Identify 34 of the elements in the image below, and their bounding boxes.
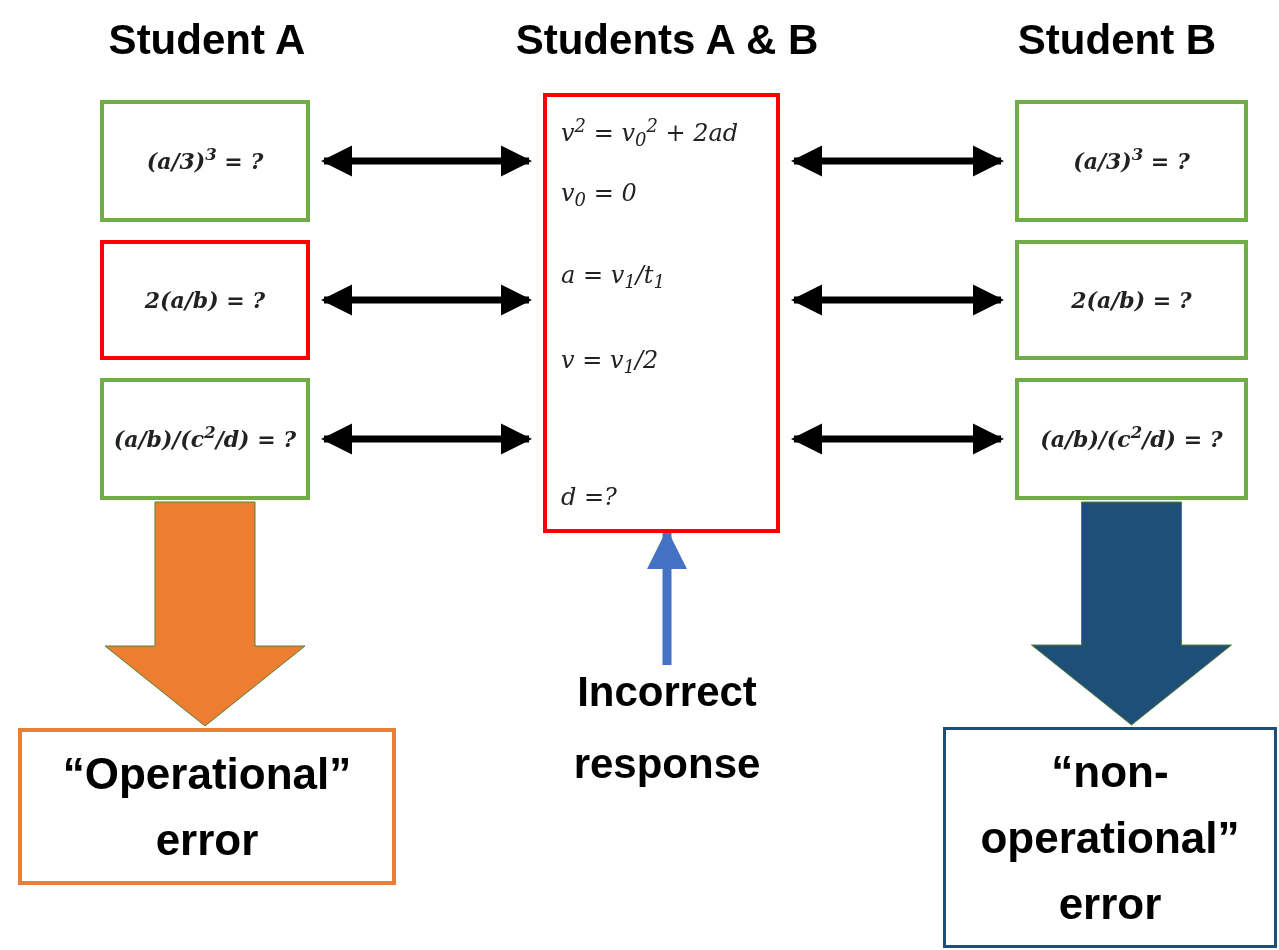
column-heading: Student A [108,15,306,65]
arrow [320,145,533,177]
equation: (a/3)$^{3}$ = ? [146,144,264,176]
equation: (a/b)/(c$^{2}$/d) = ? [113,422,297,454]
equation: 2(a/b) = ? [1071,285,1192,315]
equation-box [1015,378,1248,500]
column-heading: Students A & B [515,15,819,65]
result-box [18,728,396,885]
equation: 2(a/b) = ? [144,285,266,315]
block-arrow [1031,501,1232,726]
equation: d =? [561,482,617,513]
equation-box [1015,100,1248,222]
column-heading: Student B [1017,15,1217,65]
block-arrow [104,501,306,727]
arrow [790,145,1005,177]
equation: a = v$_{1}$/t$_{1}$ [561,260,665,293]
equation-box [100,240,310,360]
equation-box [100,378,310,500]
result-text: “Operational” error [61,747,353,866]
arrow [320,284,533,316]
equation: (a/b)/(c$^{2}$/d) = ? [1040,422,1223,454]
result-text: “non-operational” error [979,745,1241,930]
equation-box [100,100,310,222]
arrow [790,423,1005,455]
caption-text: Incorrect response [572,667,762,789]
arrow [790,284,1005,316]
equation: v = v$_{1}$/2 [561,345,659,378]
result-box [943,727,1277,948]
equation: (a/3)$^{3}$ = ? [1073,144,1190,176]
equation: v$^{2}$ = v$_{0}$$^{2}$ + 2ad [561,115,739,151]
equation-box [1015,240,1248,360]
equation: v$_{0}$ = 0 [561,178,637,211]
arrow [320,423,533,455]
equation-box [543,93,780,533]
